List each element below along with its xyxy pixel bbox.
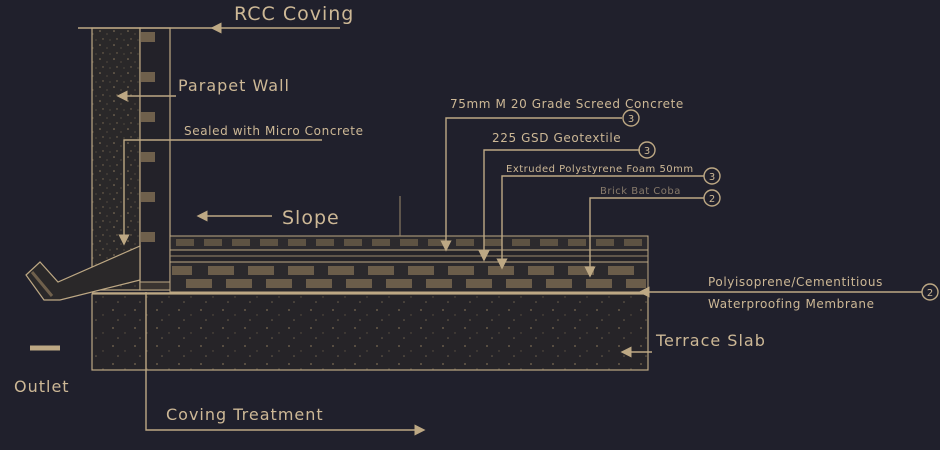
callout-geotextile: 3 bbox=[638, 141, 656, 159]
label-xps: Extruded Polystyrene Foam 50mm bbox=[506, 164, 694, 175]
brick-bat-coba bbox=[169, 261, 649, 293]
callout-membrane: 2 bbox=[921, 283, 939, 301]
parapet-wall bbox=[78, 27, 220, 291]
label-brick-bat: Brick Bat Coba bbox=[600, 186, 681, 197]
label-geotextile: 225 GSD Geotextile bbox=[492, 131, 621, 145]
outlet-pipe bbox=[25, 245, 141, 351]
screed-concrete-layer bbox=[169, 235, 649, 251]
label-membrane-2: Waterproofing Membrane bbox=[708, 297, 875, 311]
svg-text:3: 3 bbox=[628, 114, 634, 125]
terrace-slab bbox=[91, 293, 649, 371]
callout-screed: 3 bbox=[622, 109, 640, 127]
callout-brick-bat: 2 bbox=[703, 189, 721, 207]
label-parapet-wall: Parapet Wall bbox=[178, 76, 290, 95]
label-sealed: Sealed with Micro Concrete bbox=[184, 124, 364, 138]
label-outlet: Outlet bbox=[14, 377, 70, 396]
svg-text:2: 2 bbox=[709, 194, 715, 205]
coving-fillet bbox=[139, 281, 171, 291]
label-rcc-coving: RCC Coving bbox=[234, 3, 354, 25]
label-screed: 75mm M 20 Grade Screed Concrete bbox=[450, 97, 684, 111]
svg-text:3: 3 bbox=[644, 146, 650, 157]
callout-xps: 3 bbox=[703, 167, 721, 185]
label-terrace-slab: Terrace Slab bbox=[655, 331, 766, 350]
svg-text:2: 2 bbox=[927, 288, 933, 299]
label-coving-treatment: Coving Treatment bbox=[166, 405, 324, 424]
label-slope: Slope bbox=[282, 207, 340, 229]
svg-text:3: 3 bbox=[709, 172, 715, 183]
label-membrane-1: Polyisoprene/Cementitious bbox=[708, 275, 883, 289]
